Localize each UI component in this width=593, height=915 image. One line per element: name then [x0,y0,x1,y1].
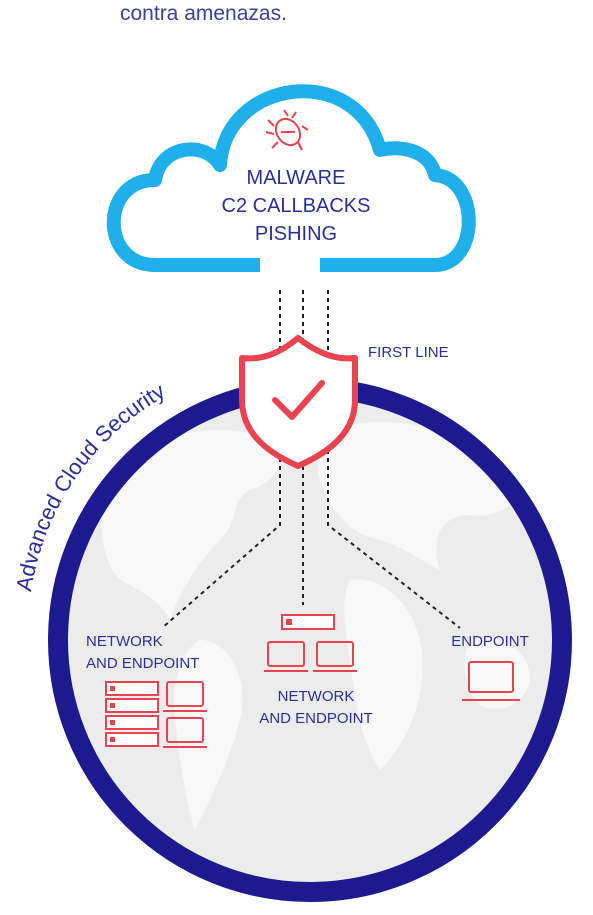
laptop-icon [163,681,207,748]
left-group-label-1: NETWORK [86,633,163,650]
globe [48,378,572,902]
threat-label-1: MALWARE [247,167,346,189]
continents [101,422,530,830]
shield-check-icon [239,335,358,469]
threat-label-2: C2 CALLBACKS [222,195,371,217]
left-group-label-2: AND ENDPOINT [86,655,199,672]
intro-text: contra amenazas. [120,2,287,25]
center-group-label-1: NETWORK [278,688,355,705]
right-group-label: ENDPOINT [451,633,529,650]
laptop-icon [264,641,357,672]
cloud-outline [106,84,476,272]
server-icon [281,614,335,630]
connectors [161,290,461,629]
first-line-label: FIRST LINE [368,344,449,361]
laptop-icon [462,661,520,701]
server-rack-icon [105,681,159,747]
cloud: MALWARE C2 CALLBACKS PISHING [106,84,476,274]
bug-icon [265,109,309,151]
connector-right [327,290,461,629]
check-icon [272,380,325,420]
connector-left [161,290,281,629]
threat-label-3: PISHING [255,223,337,245]
center-group-label-2: AND ENDPOINT [259,710,372,727]
